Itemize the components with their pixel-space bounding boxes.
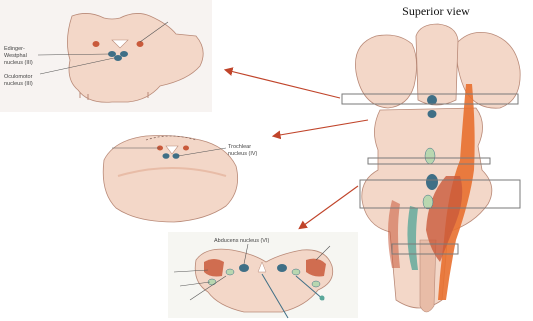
arrow-icon (226, 70, 340, 98)
pons-section-abducens: Abducens nucleus (VI) (168, 232, 358, 318)
edinger-westphal-label-line-3: nucleus (III) (4, 60, 33, 66)
facial-nucleus-right (292, 269, 300, 275)
trochlear-nucleus-view (428, 110, 437, 118)
abducens-label: Abducens nucleus (VI) (214, 238, 270, 244)
trochlear-label-line-2: nucleus (IV) (228, 151, 258, 157)
trochlear-label-line-1: Trochlear (228, 144, 251, 150)
trochlear-right-red (183, 146, 189, 151)
edinger-westphal-label-line-2: Westphal (4, 53, 27, 59)
abducens-nucleus-left (239, 264, 249, 272)
midbrain-section-trochlear: Trochlear nucleus (IV) (103, 136, 257, 223)
trochlear-nucleus-left (163, 153, 170, 159)
arrow-icon (274, 120, 368, 136)
nerve-exit-marker (320, 296, 325, 301)
oculomotor-label-line-1: Oculomotor (4, 74, 33, 80)
trigeminal-nucleus-view (425, 148, 435, 164)
brainstem-superior-view (342, 24, 520, 312)
oculomotor-nucleus-marker-right (120, 51, 128, 57)
facial-nucleus-left (226, 269, 234, 275)
midbrain-tectum (416, 24, 458, 105)
facial-nucleus-view (423, 195, 433, 209)
midbrain-section-oculomotor: Edinger- Westphal nucleus (III) Oculomot… (0, 0, 212, 112)
oculomotor-label-line-2: nucleus (III) (4, 81, 33, 87)
arrow-icon (300, 186, 358, 228)
pons-left-red-region (204, 259, 224, 277)
abducens-nucleus-view (426, 174, 438, 190)
edinger-westphal-label-line-1: Edinger- (4, 46, 25, 52)
pons-nucleus-green-right (312, 281, 320, 287)
left-thalamus (355, 35, 416, 108)
oculomotor-nucleus-marker (114, 55, 122, 61)
abducens-nucleus-right (277, 264, 287, 272)
nucleus-left-red (93, 41, 100, 47)
